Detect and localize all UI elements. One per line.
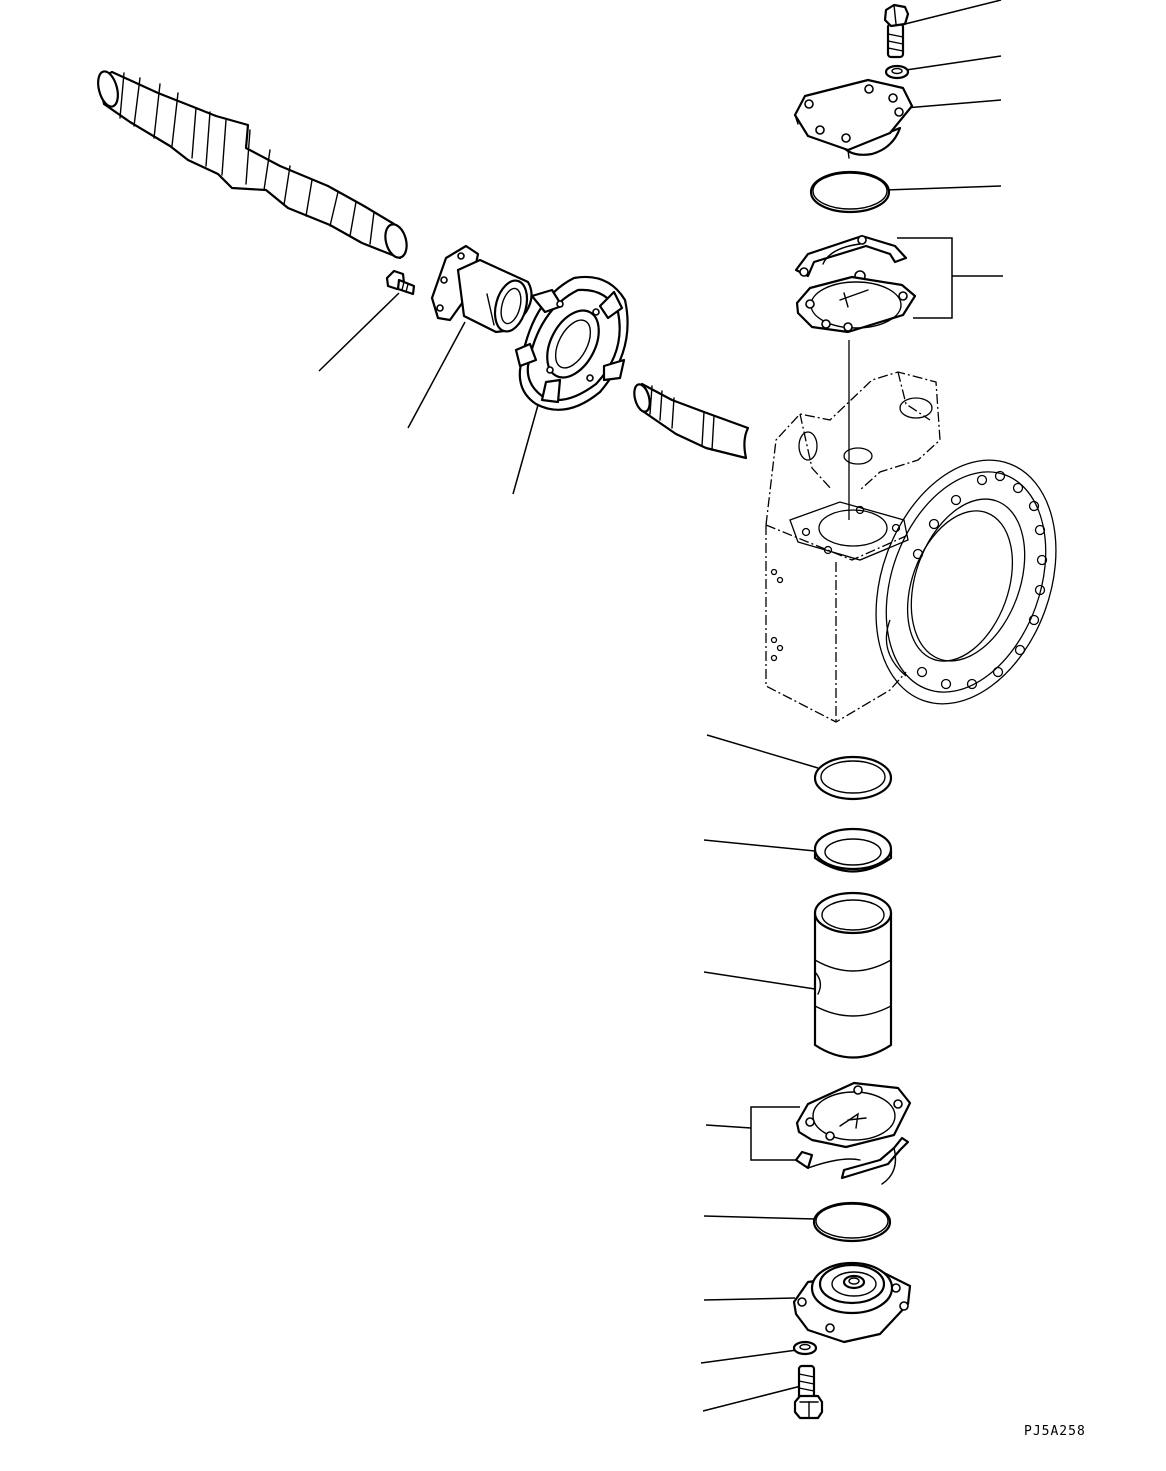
leader-top-bolt — [904, 0, 1002, 25]
leader-dust-seal — [703, 839, 816, 852]
bottom-cover-icon — [792, 1261, 912, 1344]
leader-top-o-ring — [885, 185, 1002, 191]
leader-bottom-washer — [700, 1349, 798, 1364]
bottom-bolt-icon — [793, 1364, 824, 1420]
leader-top-cover — [904, 99, 1002, 109]
top-o-ring-icon — [809, 170, 891, 214]
steering-knuckle-icon — [765, 371, 1057, 723]
stub-shaft-icon — [633, 382, 750, 460]
leader-top-shim-set — [897, 237, 953, 319]
bottom-o-ring-icon — [812, 1201, 892, 1243]
leader-flange-bolt — [318, 292, 400, 372]
leader-thrust-washer — [706, 734, 819, 769]
bottom-washer-icon — [792, 1340, 818, 1356]
leader-bottom-cover — [703, 1297, 796, 1301]
leader-bearing-housing — [407, 321, 466, 429]
leader-bottom-shim-set-tail — [705, 1124, 752, 1129]
leader-bottom-o-ring — [703, 1215, 816, 1220]
dust-seal-icon — [813, 827, 893, 873]
top-cover-icon — [793, 78, 914, 159]
flange-bolt-icon — [385, 269, 416, 296]
leader-seal-cage — [512, 404, 539, 495]
top-shim-set-icon — [794, 234, 917, 334]
leader-lines — [318, 0, 1003, 1412]
leader-bottom-bolt — [702, 1384, 806, 1412]
leader-kingpin-bushing — [703, 971, 816, 990]
thrust-washer-icon — [813, 755, 893, 801]
bottom-shim-set-icon — [794, 1081, 912, 1185]
leader-bottom-shim-set — [750, 1106, 800, 1161]
leader-top-washer — [905, 55, 1002, 71]
top-washer-icon — [884, 64, 910, 80]
seal-cage-icon — [514, 275, 629, 411]
axle-shaft-icon — [97, 70, 408, 260]
top-bolt-icon — [883, 3, 910, 59]
drawing-code-label: PJ5A258 — [1024, 1424, 1086, 1439]
bearing-housing-icon — [430, 244, 533, 334]
kingpin-bushing-icon — [813, 891, 893, 1059]
